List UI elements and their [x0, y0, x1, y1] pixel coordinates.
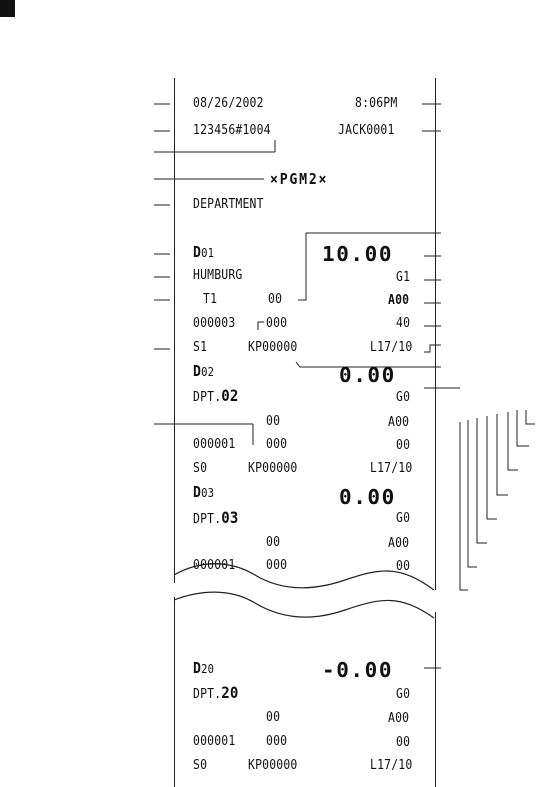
dept-status: S0 [193, 461, 207, 477]
dept-sub-code: 000 [266, 437, 287, 453]
dept-name: DPT.20 [193, 685, 239, 703]
dept-sub-code: 000 [266, 558, 287, 574]
dept-item-code: 000001 [193, 437, 235, 453]
dept-code: D20 [193, 660, 214, 677]
receipt-date: 08/26/2002 [193, 96, 264, 112]
dept-link: L17/10 [370, 758, 412, 774]
section-title: DEPARTMENT [193, 197, 264, 213]
dept-mode-code: A00 [388, 536, 409, 552]
dept-mode-code: A00 [388, 711, 409, 727]
dept-kp: KP00000 [248, 758, 297, 774]
dept-item-code: 000001 [193, 734, 235, 750]
dept-code: D01 [193, 244, 214, 261]
dept-group: G0 [396, 511, 410, 527]
dept-mode-code: A00 [388, 293, 409, 309]
dept-code: D03 [193, 484, 214, 501]
dept-kp: KP00000 [248, 461, 297, 477]
dept-price: -0.00 [322, 659, 393, 681]
store-consecutive-number: 123456#1004 [193, 123, 271, 139]
dept-name: DPT.03 [193, 510, 239, 528]
dept-mid-code: 00 [266, 535, 280, 551]
clerk-code: JACK0001 [338, 123, 395, 139]
dept-status: S0 [193, 758, 207, 774]
dept-qty-limit: 00 [396, 559, 410, 575]
dept-group: G1 [396, 270, 410, 286]
receipt-time: 8:06PM [355, 96, 397, 112]
dept-group: G0 [396, 687, 410, 703]
dept-link: L17/10 [370, 461, 412, 477]
dept-mode-code: A00 [388, 415, 409, 431]
dept-sub-code: 000 [266, 734, 287, 750]
dept-kp: KP00000 [248, 340, 297, 356]
dept-qty-limit: 40 [396, 316, 410, 332]
dept-mid-code: 00 [266, 710, 280, 726]
dept-mid-code: 00 [268, 292, 282, 308]
mode-title: ×PGM2× [270, 171, 328, 187]
dept-code: D02 [193, 363, 214, 380]
dept-mid-code: 00 [266, 414, 280, 430]
dept-tax-label: T1 [203, 292, 217, 308]
dept-price: 10.00 [322, 243, 393, 265]
dept-qty-limit: 00 [396, 735, 410, 751]
dept-item-code: 000001 [193, 558, 235, 574]
dept-sub-code: 000 [266, 316, 287, 332]
dept-price: 0.00 [339, 486, 396, 508]
dept-link: L17/10 [370, 340, 412, 356]
dept-name: HUMBURG [193, 268, 242, 284]
dept-name: DPT.02 [193, 388, 239, 406]
dept-price: 0.00 [339, 364, 396, 386]
dept-group: G0 [396, 390, 410, 406]
dept-status: S1 [193, 340, 207, 356]
dept-qty-limit: 00 [396, 438, 410, 454]
dept-item-code: 000003 [193, 316, 235, 332]
